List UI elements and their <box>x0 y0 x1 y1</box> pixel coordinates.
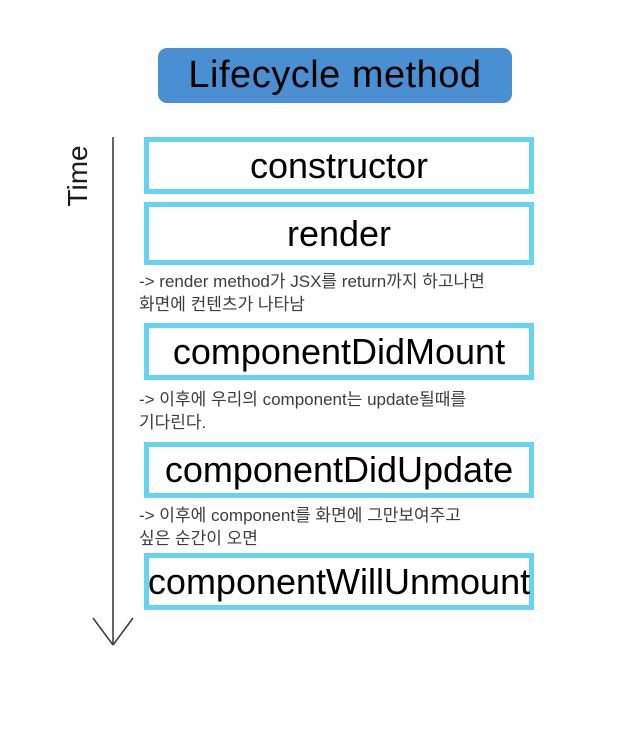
lifecycle-box-label: componentDidMount <box>172 330 506 372</box>
lifecycle-box-label: render <box>286 212 392 254</box>
lifecycle-box-component-will-unmount: componentWillUnmount <box>144 553 534 610</box>
lifecycle-box-label: componentWillUnmount <box>147 560 531 602</box>
lifecycle-box-label: constructor <box>249 144 429 186</box>
lifecycle-box-component-did-update: componentDidUpdate <box>144 442 534 498</box>
annotation-render: -> render method가 JSX를 return까지 하고나면 화면에… <box>139 272 485 314</box>
lifecycle-box-component-did-mount: componentDidMount <box>144 323 534 380</box>
time-arrow-icon <box>92 137 134 646</box>
title-banner: Lifecycle method <box>158 48 512 103</box>
lifecycle-box-label: componentDidUpdate <box>164 449 514 490</box>
diagram-title: Lifecycle method <box>188 54 482 96</box>
annotation-did-update: -> 이후에 component를 화면에 그만보여주고 싶은 순간이 오면 <box>139 506 461 548</box>
lifecycle-box-render: render <box>144 202 534 265</box>
lifecycle-box-constructor: constructor <box>144 137 534 194</box>
annotation-did-mount: -> 이후에 우리의 component는 update될때를 기다린다. <box>139 390 466 432</box>
